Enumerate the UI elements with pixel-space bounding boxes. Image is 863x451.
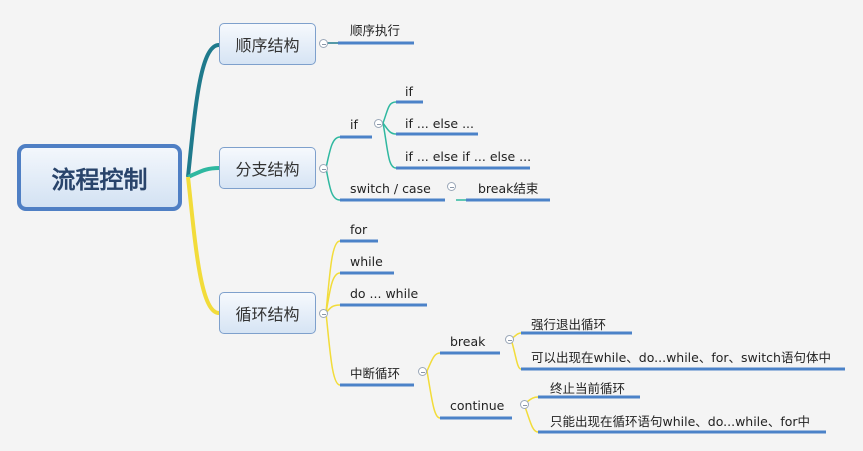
- node-sequence-child[interactable]: 顺序执行: [350, 23, 401, 38]
- collapse-toggle-continue-icon[interactable]: [520, 400, 529, 409]
- node-break-child-1[interactable]: 可以出现在while、do...while、for、switch语句体中: [531, 350, 831, 365]
- link-branch-switch: [325, 167, 341, 201]
- link-interrupt-break: [426, 352, 441, 372]
- node-break[interactable]: break: [450, 334, 486, 349]
- node-continue-child-0[interactable]: 终止当前循环: [550, 381, 626, 396]
- link-loop-1: [325, 272, 341, 314]
- node-break-child-0[interactable]: 强行退出循环: [531, 317, 607, 332]
- link-loop-0: [325, 240, 341, 314]
- node-loop-child-0[interactable]: for: [350, 222, 368, 237]
- link-loop-interrupt: [325, 312, 341, 386]
- link-branch-if: [325, 136, 341, 169]
- collapse-toggle-sequence-icon[interactable]: [319, 39, 328, 48]
- link-break-child-1: [510, 338, 522, 370]
- collapse-toggle-break-icon[interactable]: [505, 335, 514, 344]
- node-sequence[interactable]: 顺序结构: [219, 23, 316, 65]
- link-if-child-0: [382, 101, 397, 124]
- link-if-child-1: [382, 122, 397, 135]
- node-loop-child-1[interactable]: while: [350, 254, 383, 269]
- node-branch[interactable]: 分支结构: [219, 147, 316, 189]
- collapse-toggle-interrupt-icon[interactable]: [418, 367, 427, 376]
- collapse-toggle-switch-icon[interactable]: [447, 182, 456, 191]
- link-root-branch: [187, 166, 220, 179]
- node-if-child-2[interactable]: if ... else if ... else ...: [405, 149, 532, 164]
- collapse-toggle-if-icon[interactable]: [374, 119, 383, 128]
- collapse-toggle-loop-icon[interactable]: [319, 309, 328, 318]
- link-interrupt-continue: [426, 370, 441, 419]
- node-switch-child[interactable]: break结束: [478, 181, 539, 196]
- node-if[interactable]: if: [350, 117, 358, 132]
- collapse-toggle-branch-icon[interactable]: [319, 164, 328, 173]
- node-continue[interactable]: continue: [450, 398, 505, 413]
- root-node[interactable]: 流程控制: [17, 144, 182, 211]
- link-root-loop: [186, 176, 220, 315]
- node-switch[interactable]: switch / case: [350, 181, 431, 196]
- link-loop-2: [325, 304, 341, 314]
- node-loop-child-2[interactable]: do ... while: [350, 286, 419, 301]
- link-root-sequence: [186, 43, 220, 178]
- node-loop[interactable]: 循环结构: [219, 292, 316, 334]
- node-if-child-0[interactable]: if: [405, 84, 413, 99]
- node-continue-child-1[interactable]: 只能出现在循环语句while、do...while、for中: [550, 414, 811, 429]
- link-if-child-2: [382, 122, 397, 169]
- node-interrupt[interactable]: 中断循环: [350, 366, 401, 381]
- node-if-child-1[interactable]: if ... else ...: [405, 116, 475, 131]
